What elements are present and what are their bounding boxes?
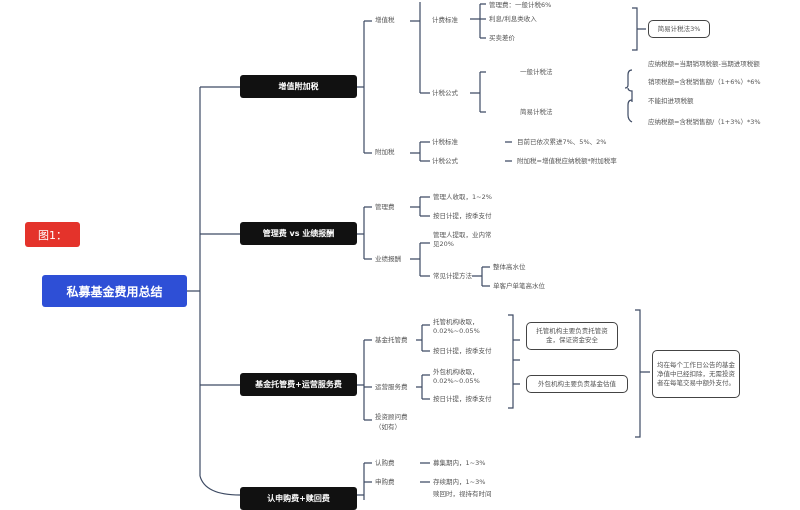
ops-fee: 运营服务费 — [375, 383, 408, 391]
redeem-item: 赎回时，视持有时间 — [433, 490, 492, 498]
root-node: 私募基金费用总结 — [42, 275, 187, 307]
custody-fee: 基金托管费 — [375, 336, 408, 344]
method: 整体高水位 — [493, 263, 526, 271]
figure-label: 图1： — [25, 222, 80, 247]
ops-item: 按日计提，按季支付 — [433, 395, 492, 403]
node-vat-surtax: 增值附加税 — [240, 75, 357, 98]
advisor-fee-note: （如有） — [375, 423, 401, 431]
mgmt-fee: 管理费 — [375, 203, 395, 211]
purchase-item: 存续期内，1~3% — [433, 478, 486, 486]
general-method: 一般计税法 — [520, 68, 553, 76]
perf-fee: 业绩报酬 — [375, 255, 401, 263]
advisor-fee: 投资顾问费 — [375, 413, 408, 421]
simple-formula: 不能扣进项税额 — [648, 97, 694, 105]
node-mgmt-perf: 管理费 vs 业绩报酬 — [240, 222, 357, 245]
general-formula: 销项税额=含税销售额/（1+6%）*6% — [648, 78, 761, 86]
mgmt-item: 按日计提，按季支付 — [433, 212, 492, 220]
perf-method: 常见计提方法 — [433, 272, 472, 280]
surtax: 附加税 — [375, 148, 395, 156]
node-sub-redeem: 认申购费+赎回费 — [240, 487, 357, 510]
method: 单客户单笔高水位 — [493, 282, 545, 290]
surtax-formula: 附加税=增值税应纳税额*附加税率 — [517, 157, 617, 165]
tax-formula: 计税公式 — [432, 157, 458, 165]
surtax-rates: 目前已依次累进7%、5%、2% — [517, 138, 607, 146]
mgmt-item: 管理人收取，1~2% — [433, 193, 492, 201]
fee-basis: 计费标准 — [432, 16, 458, 24]
custody-item: 0.02%~0.05% — [433, 327, 480, 335]
custody-item: 按日计提，按季支付 — [433, 347, 492, 355]
simple-method: 简易计税法 — [520, 108, 553, 116]
custody-note-box: 托管机构主要负责托管资金，保证资金安全 — [526, 322, 618, 350]
subscribe-fee: 认购费 — [375, 459, 395, 467]
custody-item: 托管机构收取， — [433, 318, 479, 326]
general-formula: 应纳税额=当期销项税额-当期进项税额 — [648, 60, 760, 68]
formula: 计税公式 — [432, 89, 458, 97]
subscribe-item: 募集期内，1~3% — [433, 459, 486, 467]
vat-item: 利息/利息类收入 — [489, 15, 537, 23]
simple-formula: 应纳税额=含税销售额/（1+3%）*3% — [648, 118, 761, 126]
tax-basis: 计税标准 — [432, 138, 458, 146]
nav-note-box: 均在每个工作日公告的基金净值中已经扣除，无需投资者在每笔交易中额外支付。 — [652, 350, 740, 398]
ops-item: 外包机构收取， — [433, 368, 479, 376]
vat-item: 管理费：一般计税6% — [489, 1, 552, 9]
purchase-fee: 申购费 — [375, 478, 395, 486]
perf-item: 见20% — [433, 240, 454, 248]
simple-tax-box: 简易计税法3% — [648, 20, 710, 38]
vat-item: 买卖差价 — [489, 34, 515, 42]
node-custody-ops: 基金托管费+运营服务费 — [240, 373, 357, 396]
ops-item: 0.02%~0.05% — [433, 377, 480, 385]
vat: 增值税 — [375, 16, 395, 24]
ops-note-box: 外包机构主要负责基金估值 — [526, 375, 628, 393]
perf-item: 管理人提取，业内常 — [433, 231, 492, 239]
